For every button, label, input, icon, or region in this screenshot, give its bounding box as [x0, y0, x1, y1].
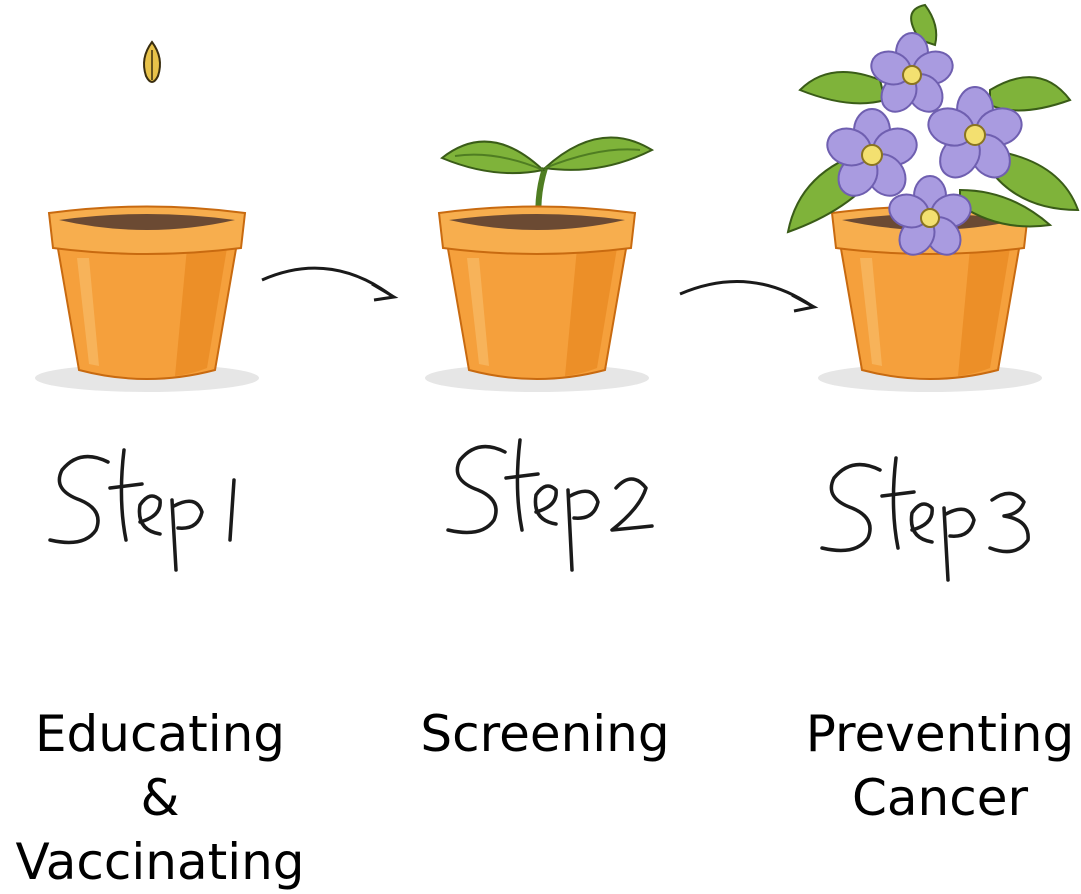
step-3-caption: Preventing Cancer: [790, 702, 1081, 830]
flower-pot-icon: [35, 207, 259, 393]
handwritten-step-3-label: [822, 458, 1028, 580]
arrow-right-icon: [680, 282, 814, 312]
caption-line: Preventing: [790, 702, 1081, 766]
caption-line: &: [10, 766, 310, 830]
handwritten-step-2-label: [448, 440, 652, 570]
step-1-caption: Educating & Vaccinating: [10, 702, 310, 894]
step-1-illustration: [35, 42, 259, 392]
seed-icon: [144, 42, 160, 82]
flower-pot-icon: [425, 207, 649, 393]
caption-line: Cancer: [790, 766, 1081, 830]
caption-line: Screening: [395, 702, 695, 766]
growth-steps-illustration: [0, 0, 1081, 700]
caption-line: Educating: [10, 702, 310, 766]
step-2-caption: Screening: [395, 702, 695, 766]
step-2-illustration: [425, 138, 652, 392]
handwritten-step-1-label: [50, 450, 234, 570]
step-3-illustration: [788, 5, 1078, 392]
arrow-right-icon: [262, 268, 394, 300]
caption-line: Vaccinating: [10, 830, 310, 894]
